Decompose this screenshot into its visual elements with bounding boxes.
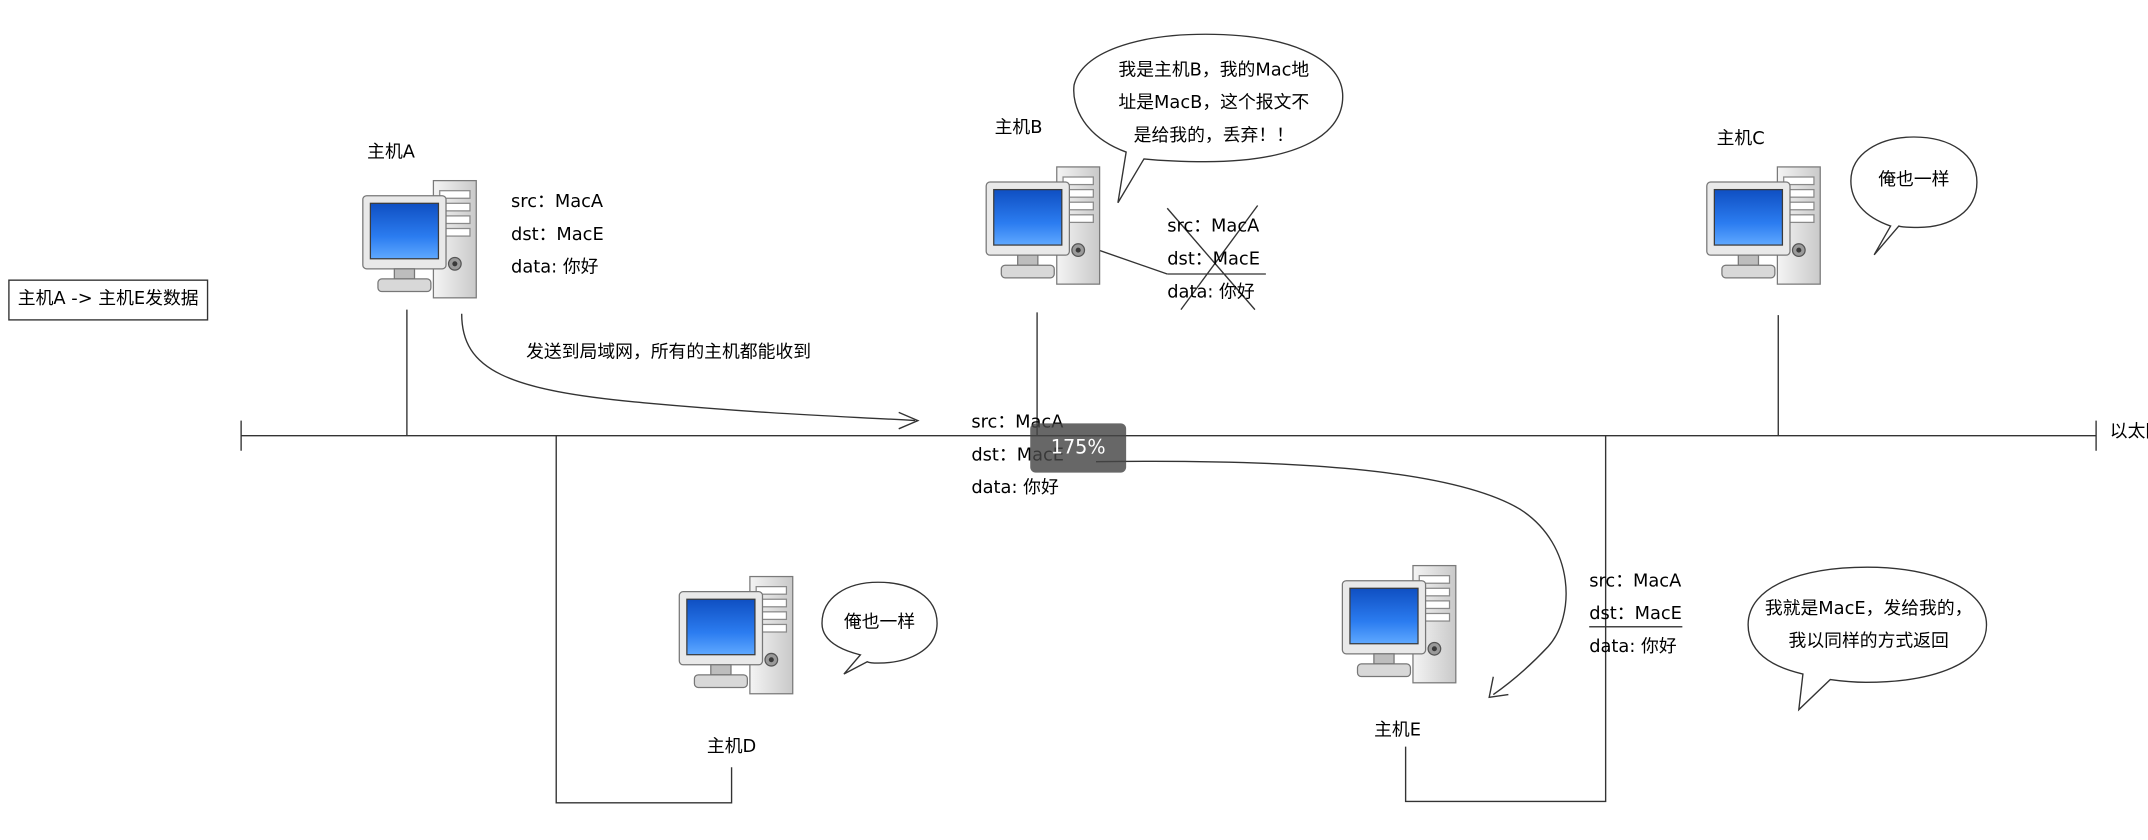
ethernet-label: 以太网 bbox=[2109, 421, 2148, 443]
bubble-outlines bbox=[821, 33, 1988, 712]
host-c-label: 主机C bbox=[1716, 128, 1765, 150]
frame-a-src: src：MacA bbox=[511, 191, 604, 213]
task-label-box: 主机A -> 主机E发数据 bbox=[8, 279, 209, 321]
computer-d-icon bbox=[678, 575, 794, 695]
bubble-c-outline bbox=[1850, 136, 1978, 256]
frame-at-host-b: src：MacA dst：MacE data: 你好 bbox=[1167, 211, 1260, 310]
task-label: 主机A -> 主机E发数据 bbox=[17, 289, 199, 310]
host-a-label: 主机A bbox=[367, 142, 415, 164]
broadcast-note: 发送到局域网，所有的主机都能收到 bbox=[526, 342, 812, 364]
bubble-e-outline bbox=[1747, 566, 1988, 712]
frame-at-host-a: src：MacA dst：MacE data: 你好 bbox=[511, 186, 604, 285]
bubble-d-outline bbox=[821, 581, 938, 675]
frame-b-dst: dst：MacE bbox=[1167, 249, 1260, 270]
broadcast-arrow bbox=[461, 313, 920, 430]
frame-on-wire: src：MacA dst：MacE data: 你好 bbox=[971, 407, 1064, 506]
bubble-b-outline bbox=[1073, 33, 1344, 204]
link-e bbox=[1404, 435, 1607, 803]
bubble-host-b: 我是主机B，我的Mac地址是MacB，这个报文不是给我的，丢弃！！ bbox=[1118, 60, 1310, 147]
bubble-host-c: 俺也一样 bbox=[1878, 169, 1950, 191]
computer-c-icon bbox=[1706, 166, 1821, 285]
host-links bbox=[406, 309, 1779, 804]
computer-b-icon bbox=[985, 166, 1101, 285]
frame-b-src: src：MacA bbox=[1167, 216, 1260, 238]
host-d-label: 主机D bbox=[706, 737, 757, 758]
link-d bbox=[555, 435, 733, 804]
zoom-level-badge: 175% bbox=[1030, 423, 1127, 473]
frame-e-data: data: 你好 bbox=[1589, 637, 1677, 658]
frame-wire-data: data: 你好 bbox=[971, 478, 1059, 499]
host-b-label: 主机B bbox=[994, 117, 1043, 139]
bubble-host-e: 我就是MacE，发给我的，我以同样的方式返回 bbox=[1764, 598, 1973, 653]
delivery-arrow bbox=[1095, 460, 1567, 699]
frame-e-src: src：MacA bbox=[1589, 571, 1682, 592]
frame-at-host-e: src：MacA dst：MacE data: 你好 bbox=[1589, 566, 1682, 665]
frame-a-dst: dst：MacE bbox=[511, 224, 604, 246]
frame-a-data: data: 你好 bbox=[511, 257, 599, 279]
computer-a-icon bbox=[362, 179, 477, 299]
computer-e-icon bbox=[1341, 564, 1457, 684]
bubble-host-d: 俺也一样 bbox=[843, 612, 916, 633]
ethernet-bus bbox=[240, 420, 2097, 451]
frame-e-dst: dst：MacE bbox=[1589, 599, 1682, 632]
frame-b-data: data: 你好 bbox=[1167, 282, 1255, 303]
host-e-label: 主机E bbox=[1374, 720, 1421, 742]
